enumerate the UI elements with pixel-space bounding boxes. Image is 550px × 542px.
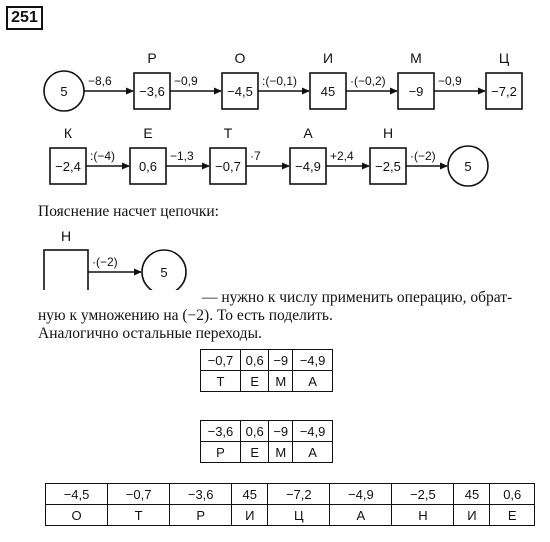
table-rema-cell: −3,6 [200,420,241,442]
table-otricanie-cell: −2,5 [391,483,455,505]
example-result: 5 [160,265,167,280]
row2-value-2: −0,7 [215,159,241,174]
row2-op-5: ·(−2) [410,149,436,163]
number-chain-diagram: 5 −3,6 Р −4,5 О 45 И −9 М −7,2 Ц −8,6 −0,9 :(−0,1) ·(−… [43,50,523,290]
table-otricanie-cell: Р [169,504,233,526]
row1-value-3: 45 [321,84,335,99]
chain-example: Н ·(−2) 5 [43,228,187,290]
row1-box-1 [133,72,171,110]
table-otricanie-cell: 0,6 [489,483,535,505]
table-rema-cell: Е [239,441,270,463]
row2-letter-4: Н [383,125,393,141]
table-rema-cell: −4,9 [292,420,333,442]
table-otricanie-cell: И [453,504,491,526]
table-otricanie-cell: −0,7 [107,483,171,505]
row1-box-5 [485,72,523,110]
table-tema-cell: −0,7 [200,349,241,371]
table-otricanie-cell: О [44,504,109,526]
row1-value-0: 5 [60,84,67,99]
row2-value-0: −2,4 [55,159,81,174]
table-otricanie-cell: −4,9 [329,483,393,505]
table-otricanie-cell: Ц [267,504,331,526]
row1-op-4: ·(−0,2) [350,74,386,88]
example-circle [141,249,187,290]
table-tema-cell: Т [200,370,241,392]
row1-letter-2: О [235,50,246,66]
row2-box-3 [289,147,327,185]
table-otricanie-cell: −4,5 [44,483,109,505]
explanation-line-3: Аналогично остальные переходы. [38,325,262,342]
table-tema-cell: 0,6 [239,349,270,371]
explanation-line-2: ную к умножению на (−2). То есть поделит… [38,307,333,324]
table-otricanie-cell: 45 [453,483,491,505]
row1-op-1: −8,6 [88,74,112,88]
row2-op-2: −1,3 [170,149,194,163]
table-otricanie-cell: И [231,504,269,526]
row2-value-3: −4,9 [295,159,321,174]
row1-op-2: −0,9 [174,74,198,88]
table-rema-cell: А [292,441,333,463]
row2-letter-2: Т [224,125,233,141]
row1-letter-4: М [410,50,422,66]
row1-value-4: −9 [409,84,424,99]
row1-letter-1: Р [147,50,156,66]
table-otricanie-cell: −7,2 [267,483,331,505]
row1-value-5: −7,2 [491,84,517,99]
table-otricanie-cell: А [329,504,393,526]
explanation-line-1: — нужно к числу применить операцию, обра… [202,289,513,306]
row2-box-0 [49,147,87,185]
row2-letter-1: Е [143,125,152,141]
row1-letter-3: И [323,50,333,66]
chain-row-2: −2,4 К 0,6 Е −0,7 Т −4,9 А −2,5 Н 5 :(−4) −1,3 ·7 +2,4… [49,125,489,187]
row1-value-2: −4,5 [227,84,253,99]
row2-letter-3: А [303,125,313,141]
table-otricanie-cell: Т [107,504,171,526]
table-tema-cell: −4,9 [292,349,333,371]
table-rema-cell: −9 [268,420,294,442]
row2-op-4: +2,4 [330,149,354,163]
problem-number: 251 [6,6,43,30]
table-tema-cell: А [292,370,333,392]
row1-op-3: :(−0,1) [262,74,297,88]
row2-op-3: ·7 [250,149,261,163]
row2-value-5: 5 [464,159,471,174]
table-rema-cell: Р [200,441,241,463]
example-op: ·(−2) [92,255,118,269]
row2-value-4: −2,5 [375,159,401,174]
row2-letter-0: К [64,125,73,141]
row2-value-1: 0,6 [139,159,157,174]
table-tema-cell: −9 [268,349,294,371]
table-otricanie-cell: −3,6 [169,483,233,505]
table-otricanie-cell: 45 [231,483,269,505]
row1-box-4 [397,72,435,110]
row2-op-1: :(−4) [90,149,115,163]
chain-row-1: 5 −3,6 Р −4,5 О 45 И −9 М −7,2 Ц −8,6 −0,9 :(−0,1) ·(−… [43,50,523,112]
table-otricanie-cell: Е [489,504,535,526]
example-letter: Н [61,228,71,244]
table-rema-cell: М [268,441,294,463]
row1-value-1: −3,6 [139,84,165,99]
row2-box-1 [129,147,167,185]
row1-letter-5: Ц [499,50,510,66]
table-rema-cell: 0,6 [239,420,270,442]
table-tema-cell: М [268,370,294,392]
row2-circle-5 [447,145,489,187]
explanation-heading: Пояснение насчет цепочки: [38,203,219,220]
row1-op-5: −0,9 [438,74,462,88]
example-box [43,249,89,290]
table-otricanie-cell: Н [391,504,455,526]
table-tema-cell: Е [239,370,270,392]
